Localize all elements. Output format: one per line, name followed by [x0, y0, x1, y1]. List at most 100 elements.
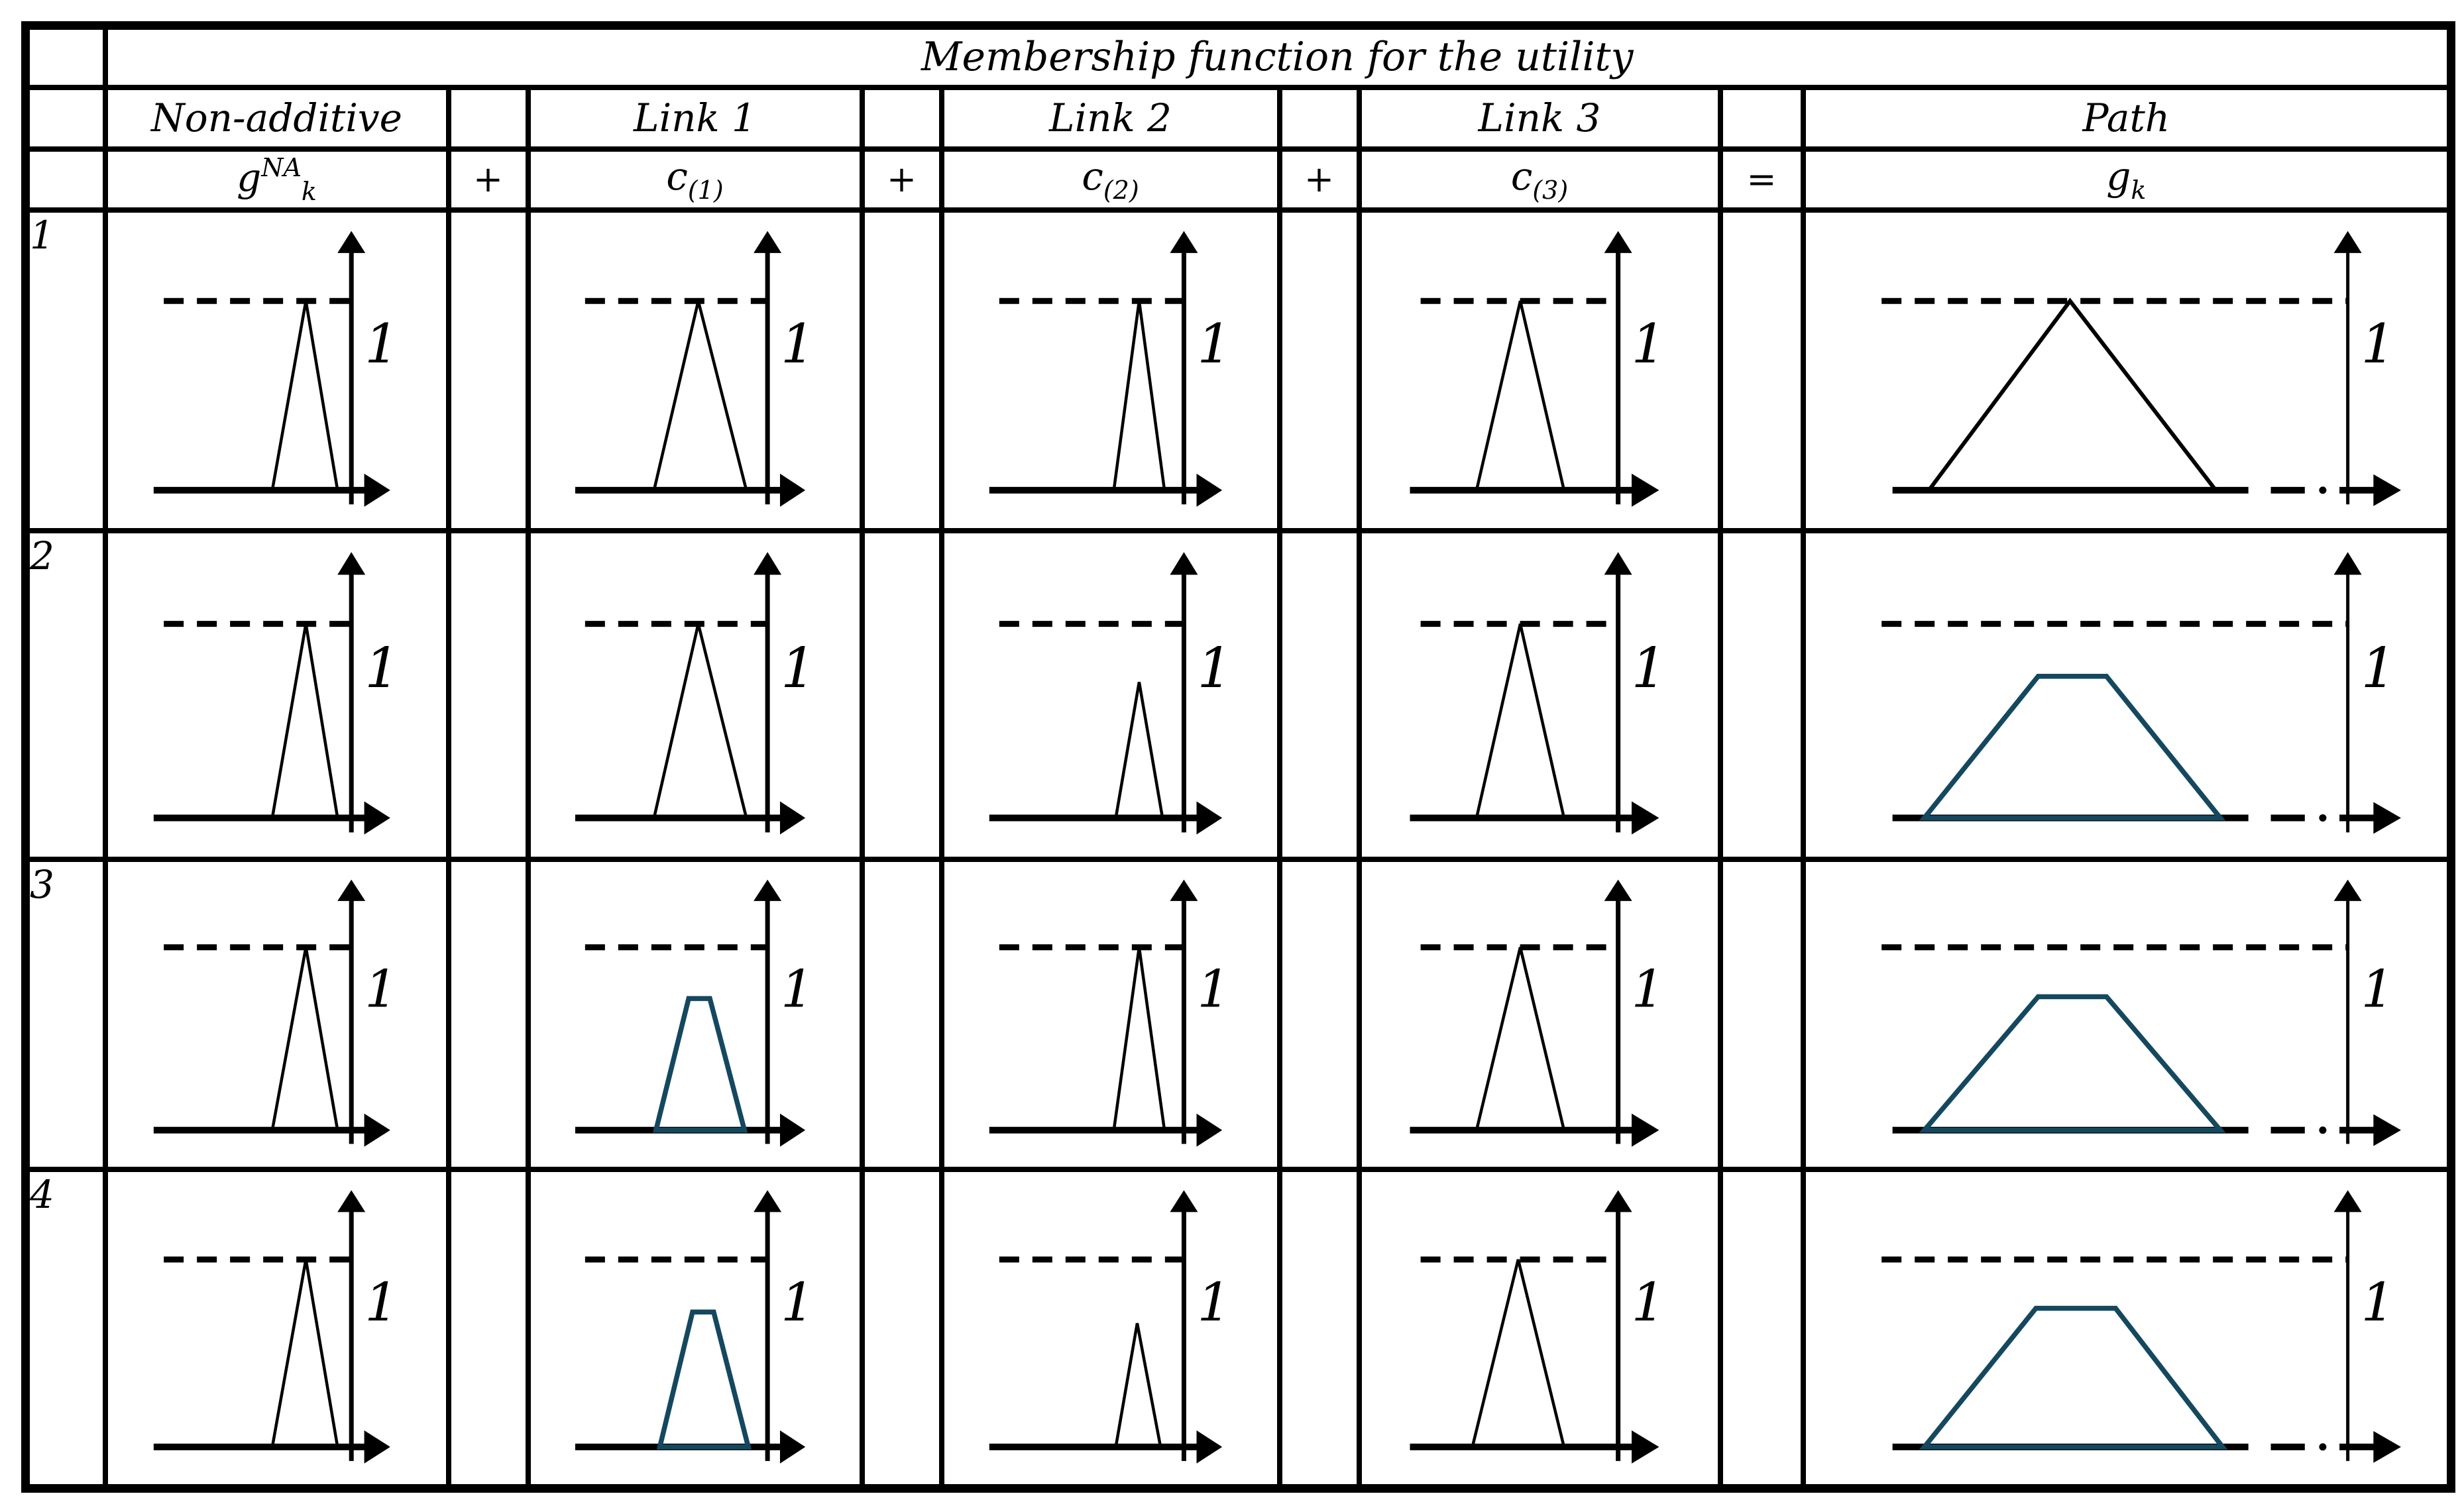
- one-label: 1: [1631, 959, 1664, 1019]
- membership-plot-svg: 1: [153, 879, 398, 1147]
- x-axis-arrow-icon: [1196, 1113, 1222, 1147]
- membership-plot-svg: 1: [1409, 879, 1664, 1147]
- y-axis-arrow-icon: [753, 231, 781, 253]
- x-axis-arrow-icon: [2373, 1114, 2401, 1146]
- row-label-spacer: [23, 84, 108, 152]
- one-label: 1: [364, 959, 398, 1019]
- x-axis-arrow-icon: [1196, 800, 1222, 834]
- membership-plot: 1: [111, 215, 443, 525]
- col-header-non-additive: Non-additive: [102, 84, 451, 152]
- x-axis-dot: [2318, 486, 2326, 494]
- col-header-link3: Link 3: [1356, 84, 1723, 152]
- membership-plot-svg: 1: [575, 551, 816, 834]
- y-axis-arrow-icon: [1169, 231, 1198, 253]
- title-row: Membership function for the utility: [23, 23, 2454, 90]
- plot-cell-row3-link2: 1: [938, 856, 1282, 1172]
- plot-cell-row2-path: 1: [1800, 527, 2454, 862]
- symbol-c1: c(1): [525, 146, 865, 213]
- plot-cell-row1-non_additive: 1: [102, 207, 451, 533]
- membership-plot-svg: 1: [1409, 551, 1666, 834]
- row-number: 1: [23, 207, 108, 533]
- y-axis-arrow-icon: [337, 231, 365, 253]
- x-axis-arrow-icon: [1196, 473, 1222, 507]
- x-axis-arrow-icon: [779, 1430, 805, 1464]
- plus-spacer-cell: [1276, 1166, 1362, 1491]
- membership-plot: 1: [533, 215, 857, 525]
- col-header-path: Path: [1800, 84, 2454, 152]
- plot-cell-row2-link2: 1: [938, 527, 1282, 862]
- x-axis-arrow-icon: [364, 1113, 390, 1147]
- membership-shape-triangle: [270, 300, 339, 490]
- group-header-row: Non-additive Link 1 Link 2 Link 3 Path: [23, 84, 2454, 152]
- membership-plot: 1: [533, 536, 857, 854]
- plus-spacer-cell: [859, 207, 944, 533]
- plus-spacer-cell: [445, 84, 531, 152]
- corner-cell: [23, 23, 108, 90]
- x-axis-arrow-icon: [1631, 800, 1659, 834]
- y-axis-arrow-icon: [1169, 551, 1198, 574]
- plot-cell-row4-non_additive: 1: [102, 1166, 451, 1491]
- y-axis-arrow-icon: [753, 879, 781, 901]
- plus-spacer-cell: [859, 84, 944, 152]
- membership-plot-svg: 1: [153, 551, 400, 834]
- membership-plot: 1: [1365, 215, 1715, 525]
- one-label: 1: [1197, 959, 1230, 1019]
- membership-plot: 1: [1365, 536, 1715, 854]
- equals-spacer-cell: [1717, 1166, 1806, 1491]
- x-axis-arrow-icon: [1631, 1113, 1659, 1147]
- plot-cell-row1-link1: 1: [525, 207, 865, 533]
- plus-spacer-cell: [445, 1166, 531, 1491]
- one-label: 1: [2361, 1271, 2394, 1332]
- plus-spacer-cell: [1276, 207, 1362, 533]
- plot-cell-row3-link1: 1: [525, 856, 865, 1172]
- col-header-link1: Link 1: [525, 84, 865, 152]
- header-rows: Membership function for the utility Non-…: [23, 23, 2454, 213]
- symbol-header-row: gNAk + c(1) + c(2) + c(3) = gk: [23, 146, 2454, 213]
- membership-shape-triangle: [1475, 623, 1565, 818]
- equals-spacer-cell: [1717, 856, 1806, 1172]
- symbol-c2: c(2): [938, 146, 1282, 213]
- one-label: 1: [364, 1271, 398, 1332]
- x-axis-arrow-icon: [364, 800, 390, 834]
- y-axis-arrow-icon: [337, 551, 365, 574]
- y-axis-arrow-icon: [753, 551, 781, 574]
- plot-cell-row4-link2: 1: [938, 1166, 1282, 1491]
- membership-plot: 1: [1809, 865, 2446, 1164]
- y-axis-arrow-icon: [2333, 231, 2362, 253]
- one-label: 1: [781, 635, 816, 700]
- membership-shape-trapezoid: [656, 1309, 752, 1450]
- membership-shape-triangle: [1927, 297, 2217, 492]
- membership-plot-svg: 1: [989, 551, 1232, 834]
- plot-cell-row2-link1: 1: [525, 527, 865, 862]
- x-axis-arrow-icon: [779, 473, 805, 507]
- one-label: 1: [364, 635, 400, 700]
- one-label: 1: [781, 313, 815, 376]
- membership-plot: 1: [111, 865, 443, 1164]
- x-axis-arrow-icon: [2373, 801, 2401, 833]
- membership-shape-triangle: [270, 946, 339, 1130]
- x-axis-dot: [2318, 1126, 2326, 1134]
- membership-shape-triangle: [652, 300, 748, 490]
- x-axis-dot: [2318, 1442, 2326, 1450]
- plot-cell-row1-link2: 1: [938, 207, 1282, 533]
- one-label: 1: [1631, 1271, 1665, 1332]
- membership-plot-svg: 1: [1881, 231, 2401, 506]
- one-label: 1: [1631, 313, 1665, 376]
- x-axis-arrow-icon: [2373, 1430, 2401, 1463]
- membership-plot-svg: 1: [1409, 1189, 1665, 1464]
- symbol-g-na-k: gNAk: [102, 146, 451, 213]
- membership-shape-triangle: [1113, 681, 1164, 818]
- plot-cell-row1-path: 1: [1800, 207, 2454, 533]
- one-label: 1: [2361, 635, 2396, 700]
- membership-plot: 1: [947, 215, 1274, 525]
- membership-shape-triangle: [1475, 946, 1565, 1130]
- membership-plot: 1: [111, 1175, 443, 1483]
- one-label: 1: [1631, 635, 1666, 700]
- x-axis-arrow-icon: [1631, 473, 1659, 507]
- x-axis-arrow-icon: [1631, 1430, 1659, 1464]
- membership-plot-svg: 1: [1881, 1189, 2401, 1463]
- one-label: 1: [2361, 313, 2395, 376]
